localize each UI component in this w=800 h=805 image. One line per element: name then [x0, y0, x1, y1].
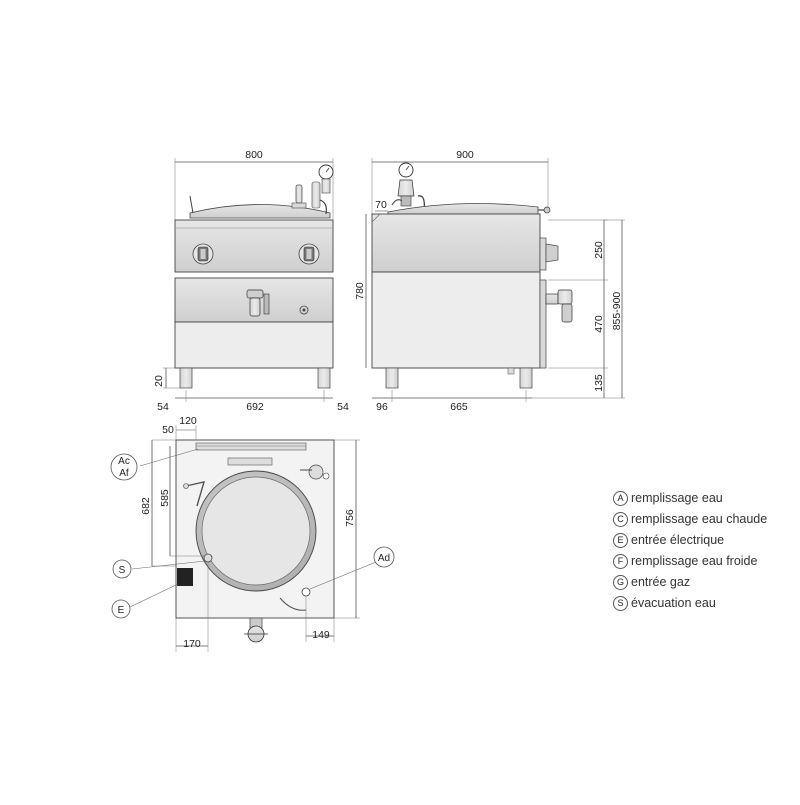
legend-item-c: C remplissage eau chaude [613, 510, 767, 528]
top-dim-682: 682 [140, 497, 152, 515]
side-top-dim: 250 [593, 241, 605, 259]
side-total-height-dim: 855-900 [611, 292, 623, 331]
top-valve [308, 464, 324, 480]
top-dim-585: 585 [159, 489, 171, 507]
front-tap [246, 289, 270, 317]
side-valve [545, 243, 559, 263]
legend-text-e: entrée électrique [631, 533, 725, 547]
top-dim-756: 756 [344, 509, 356, 527]
legend-item-g: G entrée gaz [613, 573, 690, 591]
legend-item-e: E entrée électrique [613, 531, 724, 549]
callout-ad [373, 546, 395, 568]
side-height-dim: 780 [354, 282, 366, 300]
side-middle-dim: 470 [593, 315, 605, 333]
callout-e-label: E [118, 605, 125, 616]
callout-s [112, 559, 132, 579]
legend-item-s: S évacuation eau [613, 594, 716, 612]
side-lid-handle [543, 206, 551, 214]
front-right-dim: 54 [337, 401, 349, 413]
front-lower-cabinet [174, 321, 334, 369]
callout-af-label: Af [119, 468, 129, 479]
front-foot-left [179, 367, 193, 389]
side-depth-dim: 900 [456, 149, 474, 161]
top-drain [203, 553, 213, 563]
top-kettle-basin [201, 476, 311, 586]
legend-code-e: E [613, 532, 628, 548]
top-dim-120: 120 [179, 415, 197, 427]
front-foot-height-dim: 20 [153, 375, 165, 387]
top-electric-box [177, 568, 193, 586]
front-width-dim: 800 [245, 149, 263, 161]
front-gas-knob-icon [299, 305, 309, 315]
legend-item-a: A remplissage eau [613, 489, 723, 507]
legend-text-c: remplissage eau chaude [631, 512, 768, 526]
callout-e [111, 599, 131, 619]
legend-code-c: C [613, 511, 628, 527]
callout-ac-af [110, 453, 138, 481]
side-lower-body [371, 271, 541, 369]
front-left-dim: 54 [157, 401, 169, 413]
top-dim-149: 149 [312, 629, 330, 641]
callout-ad-label: Ad [378, 553, 390, 564]
front-view: 800 [153, 149, 349, 413]
side-view: 900 70 780 [354, 149, 625, 413]
callout-ac-label: Ac [118, 456, 130, 467]
legend-text-s: évacuation eau [631, 596, 716, 610]
side-rim-dim: 70 [375, 199, 387, 211]
front-knob-left [192, 243, 214, 265]
side-between-feet-dim: 665 [450, 401, 468, 413]
side-upper-panel [371, 213, 541, 273]
side-bottom-dim: 135 [593, 374, 605, 392]
side-left-dim: 96 [376, 401, 388, 413]
top-view: 50 120 682 585 756 170 149 Ac Af S [110, 415, 395, 652]
side-tap [545, 289, 573, 323]
side-foot-left [385, 367, 399, 389]
legend-code-f: F [613, 553, 628, 569]
side-lid [387, 203, 539, 215]
callout-s-label: S [119, 565, 126, 576]
legend-code-a: A [613, 490, 628, 506]
legend-text-f: remplissage eau froide [631, 554, 758, 568]
legend-text-g: entrée gaz [631, 575, 691, 589]
front-knob-right [298, 243, 320, 265]
top-ad-outlet [301, 587, 311, 597]
front-foot-right [317, 367, 331, 389]
front-between-feet-dim: 692 [246, 401, 264, 413]
side-foot-right [519, 367, 533, 389]
legend-code-s: S [613, 595, 628, 611]
front-lid [189, 204, 331, 219]
legend-item-f: F remplissage eau froide [613, 552, 757, 570]
top-dim-170: 170 [183, 638, 201, 650]
top-dim-50: 50 [162, 424, 174, 436]
legend-text-a: remplissage eau [631, 491, 723, 505]
legend-code-g: G [613, 574, 628, 590]
